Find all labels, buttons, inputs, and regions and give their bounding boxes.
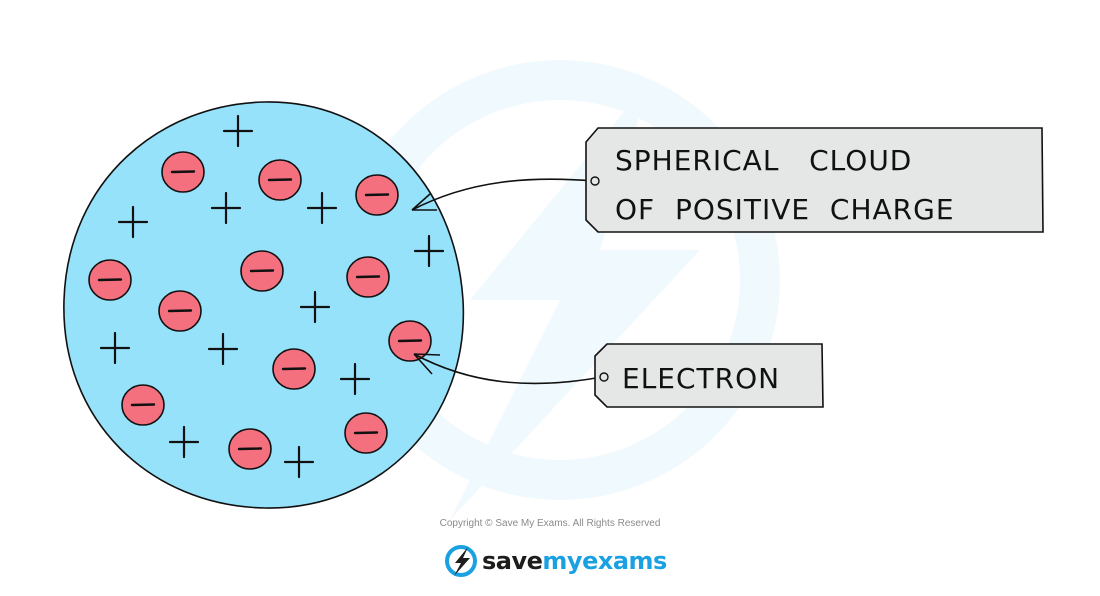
plus-sign xyxy=(306,191,338,225)
plus-sign xyxy=(413,234,445,268)
plus-sign xyxy=(222,114,254,148)
sphere-label-line-2: OF POSITIVE CHARGE xyxy=(615,193,955,226)
label-pin-icon xyxy=(599,372,609,382)
minus-sign xyxy=(249,269,275,273)
plus-sign xyxy=(299,290,331,324)
logo-word-exams: exams xyxy=(582,547,667,575)
logo-word-save: save xyxy=(482,547,543,575)
minus-sign xyxy=(237,447,263,451)
electron xyxy=(228,428,272,470)
minus-sign xyxy=(364,193,390,197)
electron xyxy=(388,320,432,362)
plus-sign xyxy=(117,205,149,239)
minus-sign xyxy=(170,170,196,174)
electron xyxy=(161,151,205,193)
electron xyxy=(158,290,202,332)
minus-sign xyxy=(353,431,379,435)
electron-label-text: ELECTRON xyxy=(622,362,780,395)
plus-sign xyxy=(339,362,371,396)
minus-sign xyxy=(267,178,293,182)
electron-label: ELECTRON xyxy=(594,343,824,408)
electrons xyxy=(88,151,432,470)
positive-charges xyxy=(99,114,445,479)
sphere-arrow xyxy=(411,178,595,211)
electron xyxy=(272,348,316,390)
minus-sign xyxy=(355,275,381,279)
electron xyxy=(346,256,390,298)
sphere-label-line-1: SPHERICAL CLOUD xyxy=(615,144,912,177)
minus-sign xyxy=(97,278,123,282)
electron xyxy=(88,259,132,301)
lightning-bolt-icon xyxy=(445,545,477,577)
minus-sign xyxy=(130,403,156,407)
electron xyxy=(240,250,284,292)
electron-arrow xyxy=(413,353,603,385)
plus-sign xyxy=(207,332,239,366)
copyright-text: Copyright © Save My Exams. All Rights Re… xyxy=(439,518,661,529)
electron xyxy=(258,159,302,201)
sphere-label: SPHERICAL CLOUD OF POSITIVE CHARGE xyxy=(585,127,1044,233)
label-pin-icon xyxy=(590,176,600,186)
plus-sign xyxy=(99,331,131,365)
plus-sign xyxy=(168,425,200,459)
logo-word-my: my xyxy=(542,547,583,575)
electron xyxy=(344,412,388,454)
minus-sign xyxy=(397,339,423,343)
plus-sign xyxy=(210,191,242,225)
save-my-exams-logo: savemyexams xyxy=(444,543,667,579)
minus-sign xyxy=(167,309,193,313)
electron xyxy=(121,384,165,426)
minus-sign xyxy=(281,367,307,371)
plus-sign xyxy=(283,445,315,479)
electron xyxy=(355,174,399,216)
